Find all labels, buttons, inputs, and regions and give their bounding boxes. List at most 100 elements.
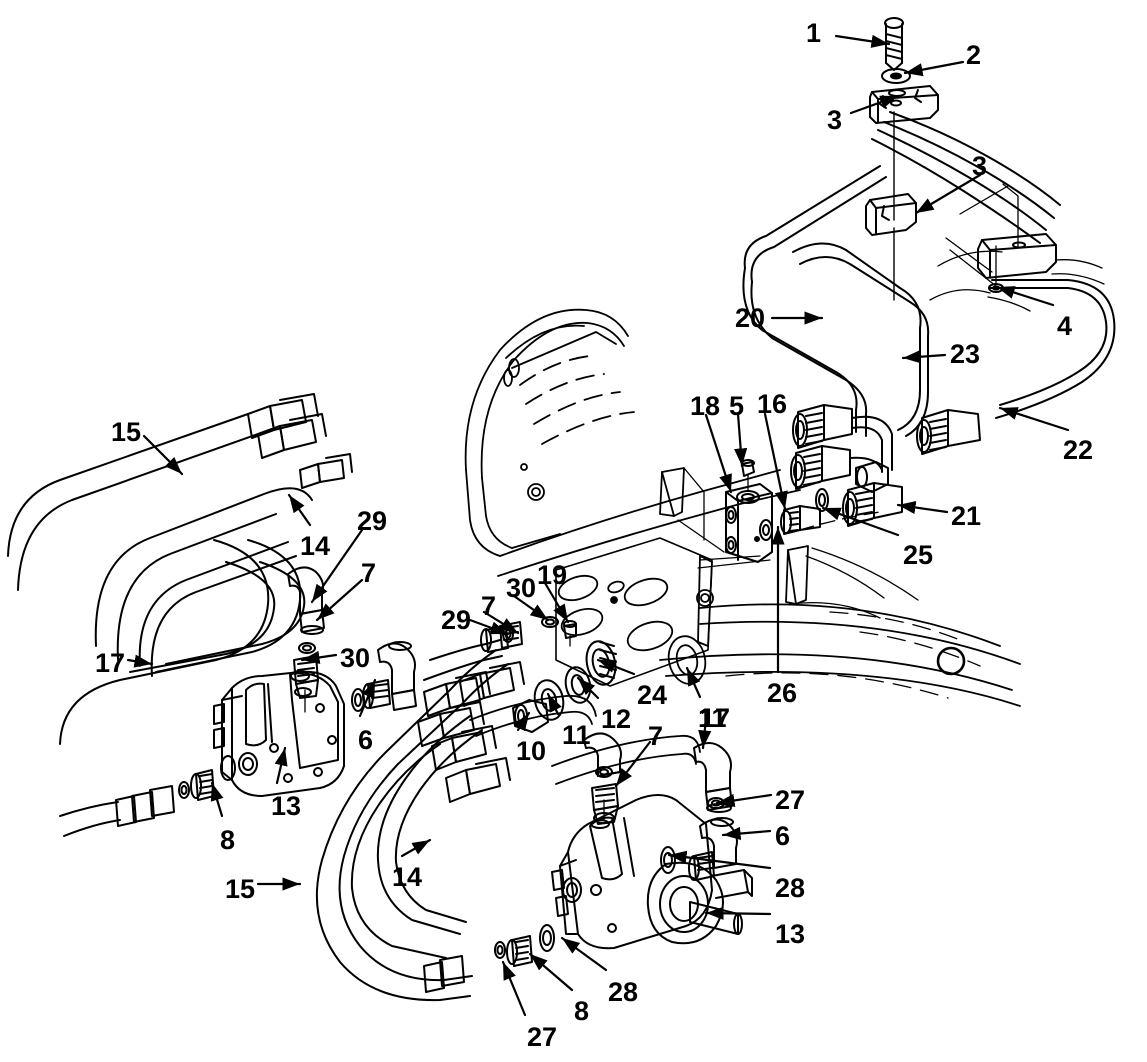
- leader-endpoint-7: [316, 619, 318, 621]
- leader-endpoint-8: [211, 782, 213, 784]
- callout-number-26: 26: [767, 678, 798, 708]
- leader-endpoint-6: [374, 679, 376, 681]
- leader-endpoint-5: [741, 465, 743, 467]
- leader-endpoint-29: [311, 601, 313, 603]
- leader-endpoint-8: [529, 953, 531, 955]
- leader-endpoint-15: [299, 883, 301, 885]
- leader-line-13: [274, 746, 288, 785]
- leader-endpoint-28: [668, 854, 670, 856]
- leader-line-30: [300, 650, 338, 664]
- callout-number-28: 28: [608, 977, 639, 1007]
- callout-number-7: 7: [361, 558, 377, 588]
- hose-bundle-bottom: [315, 649, 525, 1002]
- callout-number-14: 14: [300, 531, 331, 561]
- leader-line-25: [821, 506, 900, 537]
- hose-ends-center-left: [417, 671, 491, 747]
- chassis-frame: [464, 308, 1021, 707]
- callout-number-27: 27: [527, 1022, 558, 1052]
- callout-number-18: 18: [690, 391, 721, 421]
- leader-endpoint-13: [284, 747, 286, 749]
- callout-number-8: 8: [220, 825, 236, 855]
- tube-22: [989, 279, 1116, 419]
- callout-number-3: 3: [827, 105, 843, 135]
- leader-line-23: [901, 350, 947, 364]
- callout-number-15: 15: [225, 874, 256, 904]
- leader-endpoint-11: [547, 693, 549, 695]
- leader-line-3: [849, 94, 900, 115]
- leader-line-14: [287, 493, 312, 527]
- leader-endpoint-17: [702, 747, 704, 749]
- leader-endpoint-15: [181, 473, 183, 475]
- leader-line-3: [914, 173, 982, 215]
- leader-endpoint-2: [904, 72, 906, 74]
- leader-endpoint-12: [577, 677, 579, 679]
- callout-number-10: 10: [516, 736, 547, 766]
- leader-line-16: [763, 412, 788, 511]
- callout-number-4: 4: [1057, 311, 1073, 341]
- callout-number-8: 8: [574, 996, 590, 1026]
- callout-number-15: 15: [111, 417, 142, 447]
- leader-endpoint-30: [301, 659, 303, 661]
- leader-line-10: [513, 711, 531, 732]
- leader-line-27: [715, 793, 773, 807]
- callout-number-22: 22: [1063, 435, 1094, 465]
- hose-bundle-left: [7, 393, 353, 745]
- leader-line-7: [482, 610, 520, 635]
- leader-line-19: [543, 581, 570, 624]
- leader-line-15: [142, 434, 184, 476]
- callout-number-13: 13: [775, 919, 806, 949]
- leader-endpoint-17: [151, 663, 153, 665]
- callout-number-16: 16: [757, 389, 788, 419]
- callout-number-25: 25: [903, 540, 934, 570]
- leader-line-27: [501, 960, 527, 1017]
- leader-line-22: [998, 406, 1070, 432]
- callout-number-14: 14: [392, 862, 423, 892]
- leader-endpoint-3: [897, 95, 899, 97]
- leader-endpoint-7: [615, 785, 617, 787]
- callout-number-30: 30: [340, 643, 371, 673]
- leader-endpoint-7: [517, 632, 519, 634]
- callout-number-11: 11: [562, 720, 591, 750]
- callout-number-23: 23: [950, 339, 981, 369]
- leader-line-13: [704, 906, 772, 920]
- manifold-fittings: [759, 404, 903, 541]
- leader-line-28: [667, 850, 772, 870]
- leader-endpoint-30: [547, 619, 549, 621]
- leader-line-18: [704, 413, 733, 494]
- leader-line-12: [576, 676, 600, 700]
- callout-number-17: 17: [700, 703, 731, 733]
- leader-endpoint-26: [777, 526, 779, 528]
- leader-line-2: [903, 60, 965, 77]
- leader-line-7: [315, 578, 364, 622]
- tube-20: [742, 165, 887, 437]
- callout-number-12: 12: [601, 704, 632, 734]
- callout-number-3: 3: [972, 151, 988, 181]
- leader-endpoint-25: [822, 507, 824, 509]
- leader-line-11: [546, 692, 562, 716]
- leader-endpoint-11: [686, 667, 688, 669]
- callout-number-24: 24: [637, 680, 668, 710]
- leader-endpoint-24: [597, 659, 599, 661]
- leader-endpoint-27: [716, 802, 718, 804]
- leader-endpoint-1: [888, 43, 890, 45]
- callout-number-21: 21: [951, 501, 982, 531]
- callout-number-29: 29: [357, 506, 388, 536]
- leader-line-29: [310, 528, 364, 604]
- leader-endpoint-14: [288, 494, 290, 496]
- callout-number-28: 28: [775, 873, 806, 903]
- leader-endpoint-22: [999, 407, 1001, 409]
- manifold-block-18: [725, 459, 773, 563]
- leader-line-6: [721, 826, 772, 841]
- callout-number-6: 6: [775, 821, 791, 851]
- leader-endpoint-4: [996, 286, 998, 288]
- callout-number-13: 13: [271, 791, 302, 821]
- leader-endpoint-6: [722, 834, 724, 836]
- callout-number-20: 20: [735, 303, 766, 333]
- leader-line-8: [528, 952, 574, 992]
- fitting-7-bottom: [469, 694, 622, 825]
- callout-number-29: 29: [441, 605, 472, 635]
- callout-number-2: 2: [966, 40, 982, 70]
- leader-line-24: [596, 658, 636, 676]
